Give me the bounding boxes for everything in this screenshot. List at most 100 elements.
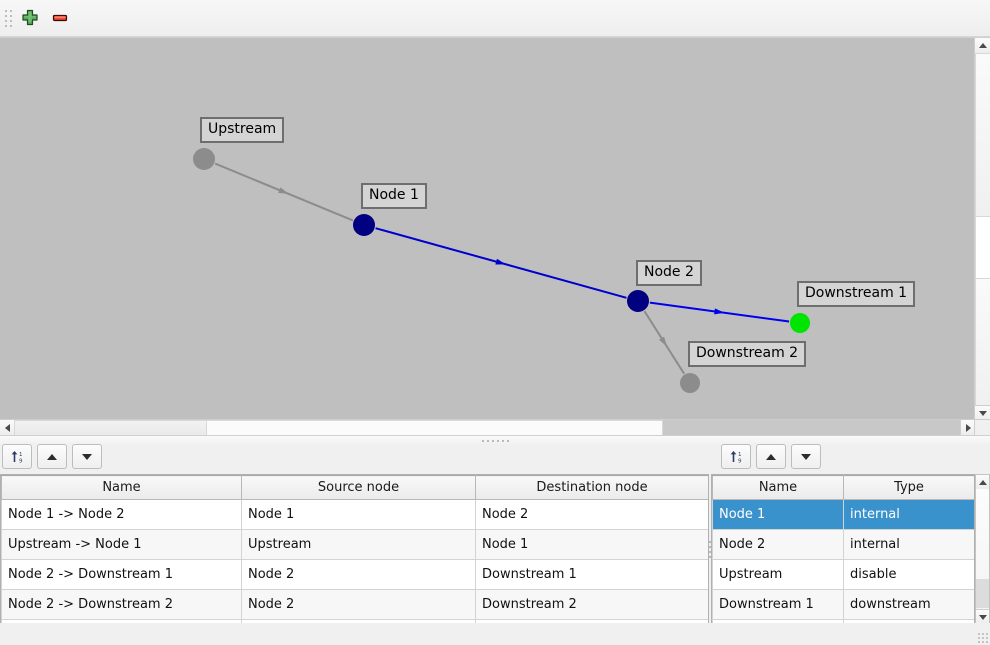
scroll-down-button[interactable] [975,405,990,421]
svg-text:9: 9 [738,459,742,465]
nodes-table-cell-name[interactable]: Downstream 1 [712,589,844,620]
graph-node-label-node1[interactable]: Node 1 [361,183,427,209]
triangle-down-icon [978,411,987,416]
edges-table-column-header-2[interactable]: Destination node [475,475,708,500]
splitter-grip-icon [709,541,711,558]
graph-node-downstream2[interactable] [680,373,700,393]
graph-node-node1[interactable] [353,214,375,236]
graph-vscroll-thumb-lower[interactable] [975,278,990,408]
graph-node-label-downstream2[interactable]: Downstream 2 [688,341,807,367]
svg-text:1: 1 [19,452,23,458]
triangle-up-icon [978,479,987,485]
window-resize-grip-icon[interactable] [978,633,988,643]
vertical-splitter[interactable] [709,474,711,625]
nodes-scroll-thumb[interactable] [976,579,989,608]
sort-ascending-icon: 1 9 [11,451,23,464]
edges-table-cell-name[interactable]: Node 1 -> Node 2 [1,499,242,530]
nodes-table-empty-row [712,619,974,624]
edges-table-cell-source[interactable]: Node 2 [241,589,476,620]
graph-vscroll-thumb[interactable] [975,216,990,280]
triangle-left-icon [4,423,10,432]
edges-table-cell-source[interactable]: Node 2 [241,559,476,590]
edges-move-down-button[interactable] [72,444,102,469]
graph-horizontal-scrollbar[interactable] [0,419,975,437]
nodes-move-down-button[interactable] [791,444,821,469]
toolbar-drag-handle[interactable] [3,6,13,30]
nodes-sort-button[interactable]: 1 9 [721,444,751,469]
graph-vertical-scrollbar[interactable] [974,38,990,421]
edges-table-cell-name[interactable]: Node 2 -> Downstream 1 [1,559,242,590]
graph-node-label-downstream1[interactable]: Downstream 1 [797,281,916,307]
edges-table-cell-source[interactable]: Node 1 [241,499,476,530]
triangle-up-icon [47,453,57,460]
scrollbar-corner [974,419,990,435]
triangle-up-icon [766,453,776,460]
triangle-up-icon [978,43,987,48]
nodes-table-cell-type[interactable]: internal [843,499,974,530]
nodes-move-up-button[interactable] [756,444,786,469]
add-node-button[interactable] [17,5,43,31]
nodes-table-cell-type[interactable]: downstream [843,589,974,620]
scroll-down-button[interactable] [976,609,989,624]
scroll-left-button[interactable] [0,420,15,435]
graph-edge-arrow-node2-downstream2 [659,336,667,347]
nodes-table-column-header-0[interactable]: Name [712,475,844,500]
remove-node-button[interactable] [47,5,73,31]
nodes-table-cell-name[interactable]: Upstream [712,559,844,590]
edges-table-column-header-0[interactable]: Name [1,475,242,500]
nodes-table-empty-cell [843,619,974,624]
graph-node-downstream1[interactable] [790,313,810,333]
nodes-table-cell-name[interactable]: Node 2 [712,529,844,560]
graph-node-label-upstream[interactable]: Upstream [200,117,285,143]
nodes-table-scrollbar[interactable] [975,474,990,625]
edges-table-cell-destination[interactable]: Downstream 2 [475,589,708,620]
graph-node-upstream[interactable] [193,148,215,170]
edges-table-column-header-1[interactable]: Source node [241,475,476,500]
edges-move-up-button[interactable] [37,444,67,469]
edges-table-cell-destination[interactable]: Node 1 [475,529,708,560]
graph-node-label-node2[interactable]: Node 2 [636,260,702,286]
edges-table-cell-destination[interactable]: Node 2 [475,499,708,530]
graph-svg [193,148,810,393]
sort-ascending-icon: 1 9 [730,451,742,465]
horizontal-splitter[interactable] [0,435,990,445]
edges-table-cell-source[interactable]: Upstream [241,529,476,560]
edges-sort-button[interactable]: 1 9 [2,444,32,469]
edges-table-cell-name[interactable]: Node 2 -> Downstream 2 [1,589,242,620]
graph-vscroll-thumb-upper[interactable] [975,53,990,218]
edges-table-empty-row [1,619,708,624]
scroll-right-button[interactable] [960,420,975,435]
nodes-table-cell-name[interactable]: Node 1 [712,499,844,530]
nodes-table-cell-type[interactable]: internal [843,529,974,560]
nodes-table-column-header-1[interactable]: Type [843,475,974,500]
edges-table-cell-name[interactable]: Upstream -> Node 1 [1,529,242,560]
scroll-up-button[interactable] [976,475,989,490]
triangle-down-icon [978,614,987,620]
nodes-scroll-track-upper[interactable] [976,489,989,579]
scroll-up-button[interactable] [975,38,990,54]
edges-table-cell-destination[interactable]: Downstream 1 [475,559,708,590]
nodes-table-cell-type[interactable]: disable [843,559,974,590]
graph-node-node2[interactable] [627,290,649,312]
edges-toolbar: 1 9 [2,444,102,469]
graph-edge-arrow-node1-node2 [495,258,506,265]
triangle-right-icon [965,423,971,432]
